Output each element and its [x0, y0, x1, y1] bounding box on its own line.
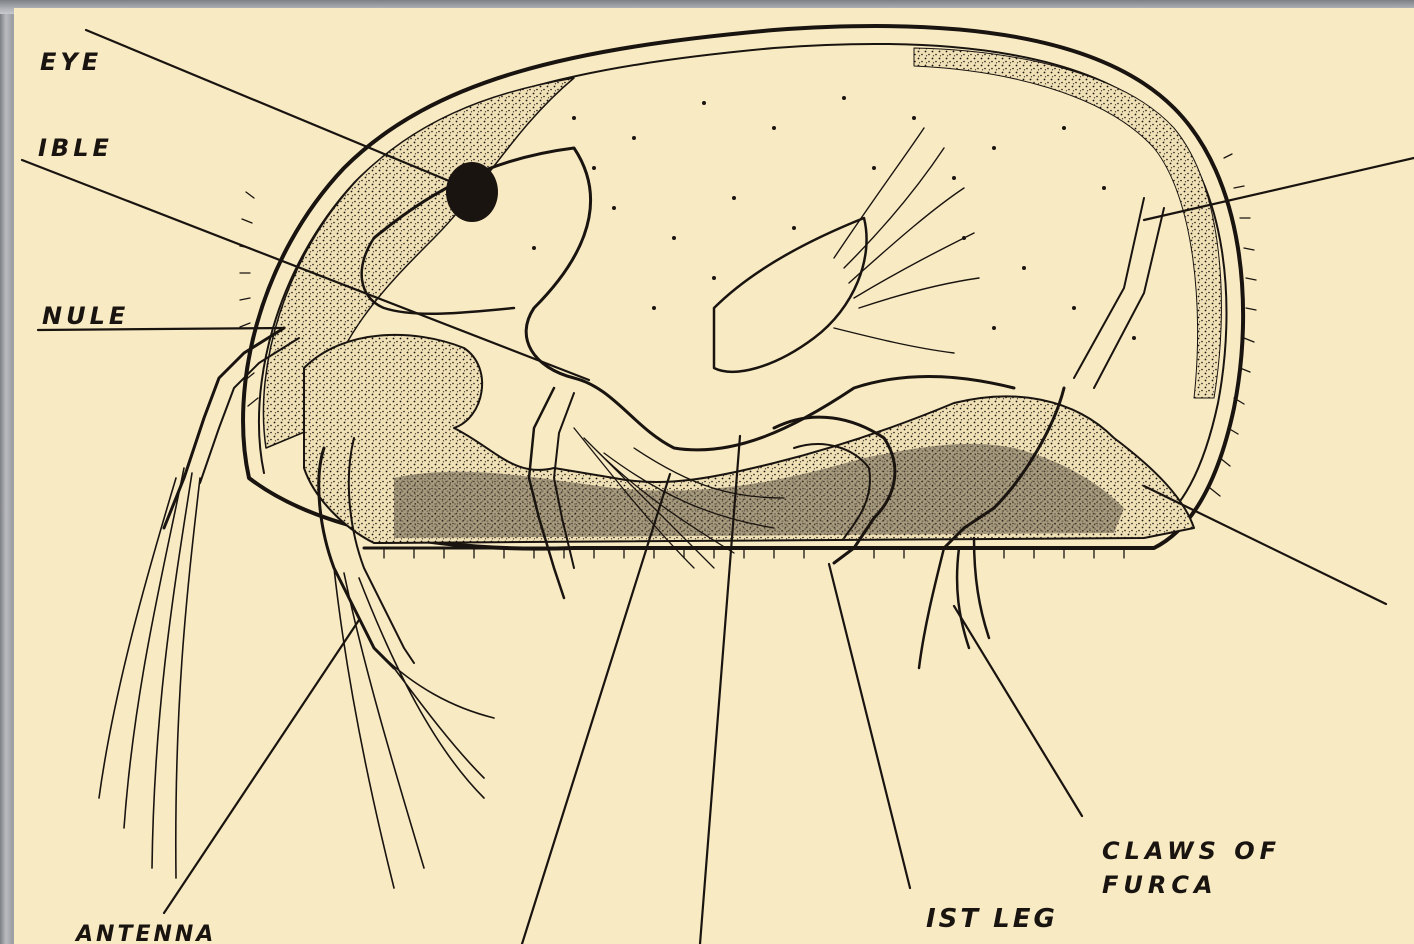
eye-spot — [446, 162, 498, 222]
label-antennule: NULE — [42, 304, 129, 328]
ostracod-drawing — [14, 8, 1414, 944]
label-claws-line1: CLAWS OF — [1102, 834, 1281, 868]
label-antenna: ANTENNA — [76, 924, 216, 944]
label-mandible: IBLE — [38, 136, 113, 160]
label-eye: EYE — [40, 50, 102, 74]
diagram-plate: EYE IBLE NULE ANTENNA CLAWS OF FURCA IST… — [14, 8, 1414, 944]
label-first-leg: IST LEG — [926, 906, 1058, 932]
furca-claws — [919, 538, 989, 668]
leader-furca — [1144, 486, 1386, 604]
label-claws-line2: FURCA — [1102, 868, 1281, 902]
label-claws-of-furca: CLAWS OF FURCA — [1102, 834, 1281, 902]
leader-antenna — [164, 620, 359, 913]
antennule-setae — [99, 468, 200, 878]
leader-eye — [86, 30, 454, 183]
leader-claws — [954, 606, 1082, 816]
leader-first-leg — [829, 564, 910, 888]
